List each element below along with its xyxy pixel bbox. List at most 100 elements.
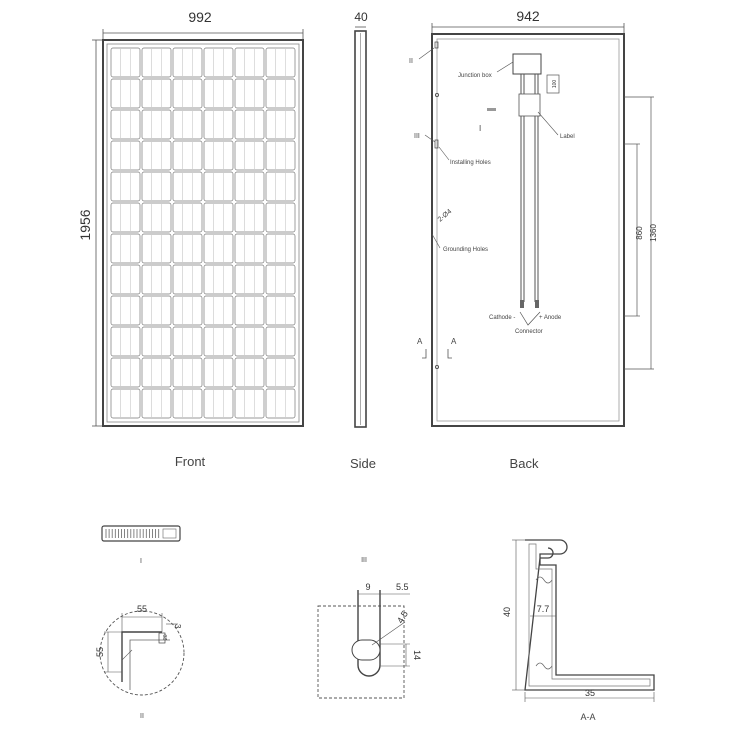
section-aa-inner-dim: 7.7: [537, 604, 550, 614]
solar-cell: [141, 140, 172, 171]
solar-cell: [141, 202, 172, 233]
solar-cell: [110, 78, 141, 109]
solar-cell: [234, 78, 265, 109]
solar-cell: [110, 326, 141, 357]
solar-cell: [203, 233, 234, 264]
solar-cell: [203, 140, 234, 171]
solar-cell: [172, 78, 203, 109]
detail-ii-top-dim: 55: [137, 604, 147, 614]
solar-cell: [172, 171, 203, 202]
section-a-left: A: [417, 337, 423, 346]
label-cathode: Cathode -: [489, 315, 515, 321]
marker-detail-i: I: [479, 124, 481, 133]
back-width-dim: 942: [516, 8, 540, 24]
solar-cell: [110, 295, 141, 326]
label-connector: Connector: [515, 329, 543, 335]
detail-iii-width-dim: 9: [365, 582, 370, 592]
solar-cell: [203, 357, 234, 388]
mount-outer-dim: 1360: [649, 224, 658, 242]
junction-box: [512, 53, 542, 75]
solar-cell: [265, 233, 296, 264]
solar-cell: [110, 47, 141, 78]
solar-cell: [234, 233, 265, 264]
solar-cell: [265, 140, 296, 171]
solar-cell: [203, 295, 234, 326]
detail-iii-offset-dim: 5.5: [396, 582, 409, 592]
solar-cell: [265, 47, 296, 78]
solar-cell: [141, 78, 172, 109]
solar-cell: [172, 47, 203, 78]
detail-ii-left-dim: 55: [95, 647, 105, 657]
solar-cell: [110, 264, 141, 295]
side-thickness-dim: 40: [354, 10, 368, 24]
section-aa-height-dim: 40: [502, 607, 512, 617]
solar-cell: [141, 388, 172, 419]
solar-cell: [265, 295, 296, 326]
solar-cell: [110, 109, 141, 140]
solar-cell: [234, 357, 265, 388]
solar-cell: [141, 233, 172, 264]
section-aa-profile: [524, 539, 655, 691]
detail-ii-circle: [99, 610, 185, 696]
solar-cell: [265, 78, 296, 109]
solar-cell: [265, 171, 296, 202]
detail-iii-slot: [351, 639, 381, 661]
solar-cell: [203, 171, 234, 202]
solar-cell: [110, 388, 141, 419]
solar-cell: [203, 202, 234, 233]
detail-ii: 55 55 3 20 II: [95, 604, 185, 720]
solar-cell: [203, 78, 234, 109]
section-aa: 7.7 40 35 A-A: [502, 539, 655, 722]
detail-iii-box: [317, 605, 405, 699]
solar-cell: [265, 357, 296, 388]
solar-cell: [203, 264, 234, 295]
solar-cell: [141, 171, 172, 202]
section-aa-base-dim: 35: [585, 688, 595, 698]
solar-cell: [172, 357, 203, 388]
label-plate: [518, 93, 541, 117]
section-a-right: A: [451, 337, 457, 346]
solar-cell: [234, 264, 265, 295]
cell-grid: [110, 47, 296, 419]
detail-i: I: [101, 525, 181, 565]
mount-inner-dim: 860: [635, 226, 644, 240]
marker-detail-ii: II: [409, 58, 413, 65]
solar-cell: [265, 109, 296, 140]
solar-cell: [203, 47, 234, 78]
solar-cell: [234, 326, 265, 357]
solar-cell: [110, 202, 141, 233]
solar-cell: [234, 388, 265, 419]
detail-ii-right-dim: 3: [173, 624, 182, 629]
solar-cell: [110, 171, 141, 202]
detail-iii-height-dim: 14: [412, 650, 422, 660]
label-installing-holes: Installing Holes: [450, 160, 491, 166]
solar-cell: [234, 47, 265, 78]
solar-cell: [234, 171, 265, 202]
solar-cell: [141, 264, 172, 295]
front-caption: Front: [175, 454, 206, 469]
solar-cell: [110, 357, 141, 388]
marker-detail-iii: III: [414, 133, 420, 140]
solar-cell: [203, 326, 234, 357]
side-caption: Side: [350, 456, 376, 471]
solar-cell: [141, 47, 172, 78]
solar-cell: [172, 295, 203, 326]
solar-cell: [172, 233, 203, 264]
detail-i-caption: I: [140, 558, 142, 565]
side-view: 40 Side: [350, 10, 376, 471]
solar-cell: [265, 326, 296, 357]
label-label: Label: [560, 134, 575, 140]
cathode-connector: [520, 300, 524, 308]
solar-cell: [172, 109, 203, 140]
label-grounding-holes: Grounding Holes: [443, 247, 488, 253]
solar-cell: [265, 388, 296, 419]
solar-cell: [141, 326, 172, 357]
solar-cell: [234, 140, 265, 171]
solar-cell: [265, 202, 296, 233]
back-caption: Back: [510, 456, 539, 471]
solar-cell: [110, 140, 141, 171]
solar-cell: [172, 326, 203, 357]
solar-cell: [265, 264, 296, 295]
solar-cell: [234, 202, 265, 233]
